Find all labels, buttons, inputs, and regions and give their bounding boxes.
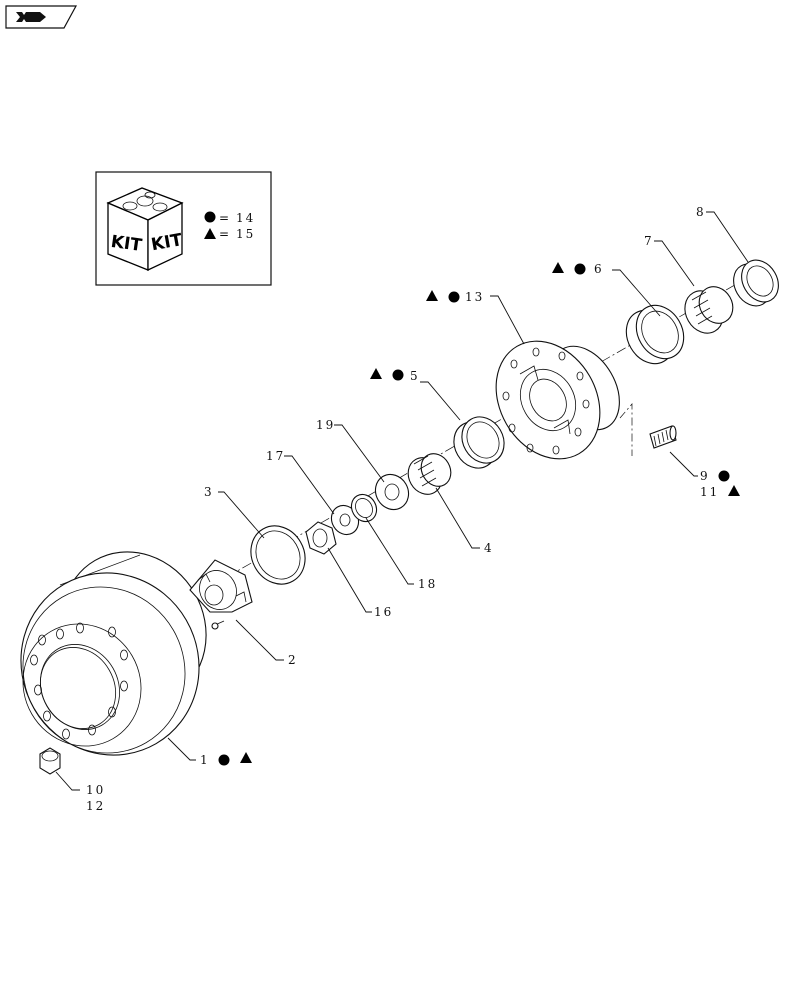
kit-equals-triangle: = bbox=[219, 227, 231, 241]
circle-kit-marker-icon bbox=[392, 369, 404, 381]
callout-label-8: 8 bbox=[696, 205, 706, 219]
callout-1: 1 bbox=[200, 752, 252, 767]
callout-label-12: 12 bbox=[86, 799, 105, 813]
triangle-kit-marker-icon bbox=[552, 262, 564, 273]
triangle-kit-marker-icon bbox=[728, 485, 740, 496]
stud-axis-line bbox=[619, 403, 633, 456]
circle-kit-marker-icon bbox=[448, 291, 460, 303]
callout-label-7: 7 bbox=[644, 234, 654, 248]
callout-label-1: 1 bbox=[200, 753, 210, 767]
inner-bearing-cone bbox=[684, 286, 734, 334]
callout-label-3: 3 bbox=[204, 485, 214, 499]
next-page-arrow-icon[interactable] bbox=[5, 5, 78, 29]
adjusting-nut bbox=[374, 473, 410, 511]
wheel-hub bbox=[495, 340, 620, 460]
lock-nut bbox=[305, 521, 337, 555]
triangle-kit-marker-icon bbox=[240, 752, 252, 763]
inner-bearing-cup bbox=[625, 304, 685, 365]
lock-ring bbox=[350, 493, 378, 523]
callout-label-17: 17 bbox=[266, 449, 285, 463]
gasket bbox=[250, 525, 306, 585]
kit-box-icon: KIT KIT bbox=[106, 187, 184, 272]
callout-label-18: 18 bbox=[418, 577, 437, 591]
kit-equals-circle: = bbox=[219, 211, 231, 225]
callout-label-10: 10 bbox=[86, 783, 105, 797]
triangle-kit-marker-icon bbox=[204, 228, 216, 239]
triangle-kit-marker-icon bbox=[426, 290, 438, 301]
callout-label-4: 4 bbox=[484, 541, 494, 555]
washer bbox=[330, 504, 360, 536]
callout-6: 6 bbox=[552, 262, 604, 276]
kit-circle-ref: 14 bbox=[236, 211, 255, 225]
callout-13: 13 bbox=[426, 290, 484, 304]
kit-label-left: KIT bbox=[110, 232, 144, 256]
callout-9-11: 9 11 bbox=[700, 469, 740, 499]
callout-5: 5 bbox=[370, 368, 420, 383]
outer-bearing-cup bbox=[453, 416, 505, 469]
callout-10-12: 10 12 bbox=[86, 783, 105, 813]
triangle-kit-marker-icon bbox=[370, 368, 382, 379]
circle-kit-marker-icon bbox=[204, 211, 216, 223]
callout-label-19: 19 bbox=[316, 418, 335, 432]
wheel-stud bbox=[649, 425, 677, 449]
dust-shield bbox=[189, 559, 253, 630]
leader-lines bbox=[55, 211, 749, 791]
circle-kit-marker-icon bbox=[574, 263, 586, 275]
brake-drum bbox=[20, 551, 207, 756]
callout-label-13: 13 bbox=[465, 290, 484, 304]
callout-label-9: 9 bbox=[700, 469, 710, 483]
callout-label-6: 6 bbox=[594, 262, 604, 276]
wheel-nut bbox=[39, 747, 61, 775]
kit-triangle-ref: 15 bbox=[236, 227, 255, 241]
circle-kit-marker-icon bbox=[718, 470, 730, 482]
callout-label-11: 11 bbox=[700, 485, 719, 499]
callout-label-16: 16 bbox=[374, 605, 393, 619]
outer-bearing-cone bbox=[407, 453, 452, 495]
oil-seal bbox=[733, 259, 779, 307]
callout-label-2: 2 bbox=[288, 653, 298, 667]
callout-label-5: 5 bbox=[410, 369, 420, 383]
circle-kit-marker-icon bbox=[218, 754, 230, 766]
kit-legend: KIT KIT = 14 = 15 bbox=[95, 171, 272, 286]
